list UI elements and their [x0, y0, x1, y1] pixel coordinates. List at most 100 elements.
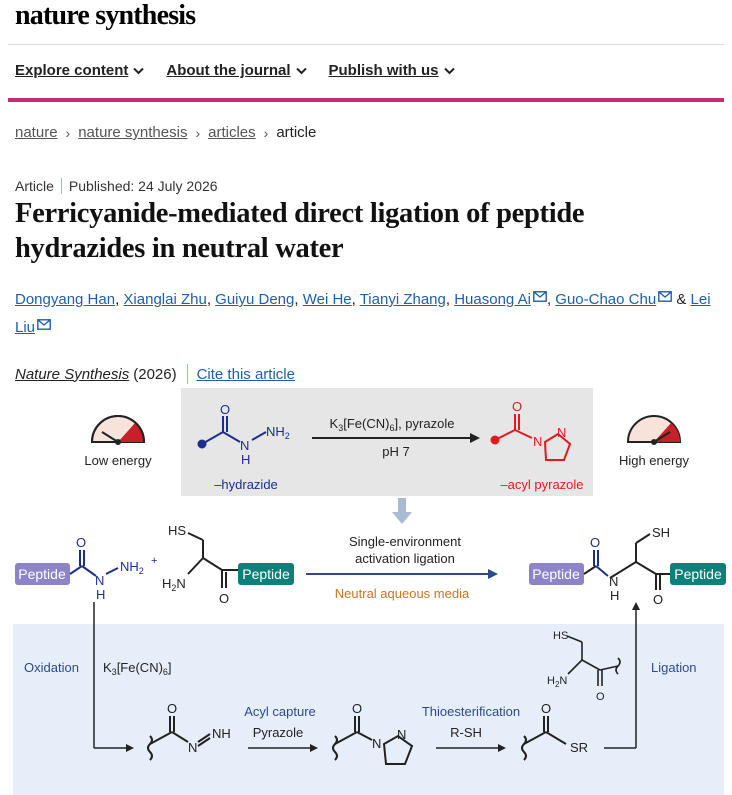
atom-o-pz: O — [352, 701, 362, 716]
article-type: Article — [15, 178, 54, 194]
chevron-right-icon: › — [263, 124, 269, 141]
author-list: Dongyang Han, Xianglai Zhu, Guiyu Deng, … — [15, 291, 711, 336]
nav-explore-content[interactable]: Explore content — [15, 62, 145, 79]
atom-h: H — [241, 452, 250, 467]
meta-divider — [60, 178, 62, 194]
author-link[interactable]: Guo-Chao Chu — [555, 291, 657, 308]
author-link[interactable]: Wei He — [302, 291, 352, 308]
main-nav: Explore content About the journal Publis… — [15, 62, 455, 79]
atom-n-product: N — [609, 574, 618, 589]
email-icon[interactable] — [533, 291, 547, 302]
atom-n-red-2: N — [557, 425, 566, 440]
single-environment-label: Single-environment — [349, 534, 461, 549]
atom-o-inset: O — [596, 691, 605, 703]
email-icon[interactable] — [37, 319, 51, 330]
activation-ligation-label: activation ligation — [355, 551, 455, 566]
atom-o-red: O — [512, 399, 522, 414]
reaction-panel — [181, 388, 593, 496]
peptide-tag-teal — [238, 563, 294, 585]
thioesterification-label: Thioesterification — [422, 704, 520, 719]
atom-n-pz-2: N — [397, 727, 406, 742]
author-link[interactable]: Dongyang Han — [15, 291, 116, 308]
cite-this-article-link[interactable]: Cite this article — [196, 365, 295, 383]
atom-o-left: O — [76, 535, 86, 550]
atom-o-diazene: O — [167, 701, 177, 716]
atom-nh2-left: NH2 — [120, 559, 144, 576]
chevron-right-icon: › — [65, 124, 71, 141]
peptide-tag-product — [529, 563, 584, 585]
peptide-tag-product-teal — [670, 563, 726, 585]
atom-h-left: H — [96, 587, 105, 602]
citation-line: Nature Synthesis (2026) Cite this articl… — [15, 364, 295, 384]
author-link[interactable]: Guiyu Deng — [215, 291, 295, 308]
breadcrumb: nature › nature synthesis › articles › a… — [15, 124, 316, 141]
down-arrow-icon — [392, 498, 412, 524]
article-title: Ferricyanide-mediated direct ligation of… — [15, 198, 585, 264]
atom-h2n-inset: H2N — [547, 675, 567, 689]
atom-n-diazene: N — [188, 740, 197, 755]
atom-n-left: N — [95, 573, 104, 588]
published-date: Published: 24 July 2026 — [68, 178, 218, 194]
chevron-right-icon: › — [195, 124, 201, 141]
atom-h-product: H — [610, 588, 619, 603]
chevron-down-icon — [133, 67, 145, 74]
peptide-tag — [15, 563, 70, 585]
atom-sh-product: SH — [652, 525, 670, 540]
peptide-label: Peptide — [18, 566, 66, 582]
atom-nh2: NH2 — [266, 424, 290, 441]
atom-o-thioester: O — [541, 701, 551, 716]
nav-publish-with-us[interactable]: Publish with us — [329, 62, 455, 79]
reagent-bottom-label: K3[Fe(CN)6] — [103, 660, 172, 677]
nav-explore-label: Explore content — [15, 62, 129, 79]
peptide-label-product-teal: Peptide — [674, 566, 722, 582]
journal-accent-bar — [8, 98, 724, 102]
breadcrumb-current: article — [276, 124, 317, 141]
atom-o: O — [220, 402, 230, 417]
author-link[interactable]: Huasong Ai — [454, 291, 531, 308]
nav-about-journal[interactable]: About the journal — [166, 62, 307, 79]
article-meta: Article Published: 24 July 2026 — [15, 178, 218, 194]
atom-nh-diazene: NH — [212, 726, 231, 741]
author-link[interactable]: Tianyi Zhang — [359, 291, 446, 308]
mechanism-panel — [13, 624, 724, 795]
atom-o-product: O — [590, 535, 600, 550]
nav-about-label: About the journal — [166, 62, 291, 79]
acyl-pyrazole-label: –acyl pyrazole — [500, 477, 583, 492]
high-energy-gauge-icon — [626, 415, 682, 445]
breadcrumb-articles[interactable]: articles — [208, 124, 256, 141]
oxidation-label: Oxidation — [24, 660, 79, 675]
header-divider — [8, 44, 724, 45]
nav-publish-label: Publish with us — [328, 62, 439, 79]
pyrazole-label: Pyrazole — [253, 725, 304, 740]
author-link[interactable]: Lei Liu — [15, 291, 711, 336]
email-icon[interactable] — [658, 291, 673, 302]
atom-n-red: N — [533, 434, 542, 449]
publication-year: (2026) — [133, 365, 177, 383]
graphical-abstract: Low energy High energy O N H NH2 –hydraz… — [13, 388, 726, 795]
atom-sr-thioester: SR — [570, 740, 588, 755]
breadcrumb-nature[interactable]: nature — [15, 124, 58, 141]
atom-o-product-2: O — [653, 592, 663, 607]
neutral-media-label: Neutral aqueous media — [335, 586, 470, 601]
atom-hs-inset: HS — [553, 630, 568, 642]
high-energy-label: High energy — [619, 453, 690, 468]
ligation-label: Ligation — [651, 660, 697, 675]
peptide-label-teal: Peptide — [242, 566, 290, 582]
low-energy-gauge-icon — [90, 415, 146, 445]
acyl-capture-label: Acyl capture — [244, 704, 316, 719]
atom-n-pz: N — [372, 736, 381, 751]
author-link[interactable]: Xianglai Zhu — [123, 291, 207, 308]
journal-name[interactable]: Nature Synthesis — [15, 365, 130, 383]
rsh-label: R-SH — [450, 725, 482, 740]
reagent-label: K3[Fe(CN)6], pyrazole — [330, 416, 455, 433]
site-logo[interactable]: nature synthesis — [15, 0, 196, 31]
peptide-label-product: Peptide — [532, 566, 580, 582]
breadcrumb-nature-synthesis[interactable]: nature synthesis — [78, 124, 188, 141]
chevron-down-icon — [443, 67, 455, 74]
atom-o-cys: O — [219, 591, 229, 606]
cite-divider — [186, 364, 188, 384]
atom-hs-left: HS — [168, 523, 186, 538]
atom-h2n-left: H2N — [162, 576, 186, 593]
atom-n: N — [240, 438, 249, 453]
plus-sign: + — [151, 555, 157, 567]
